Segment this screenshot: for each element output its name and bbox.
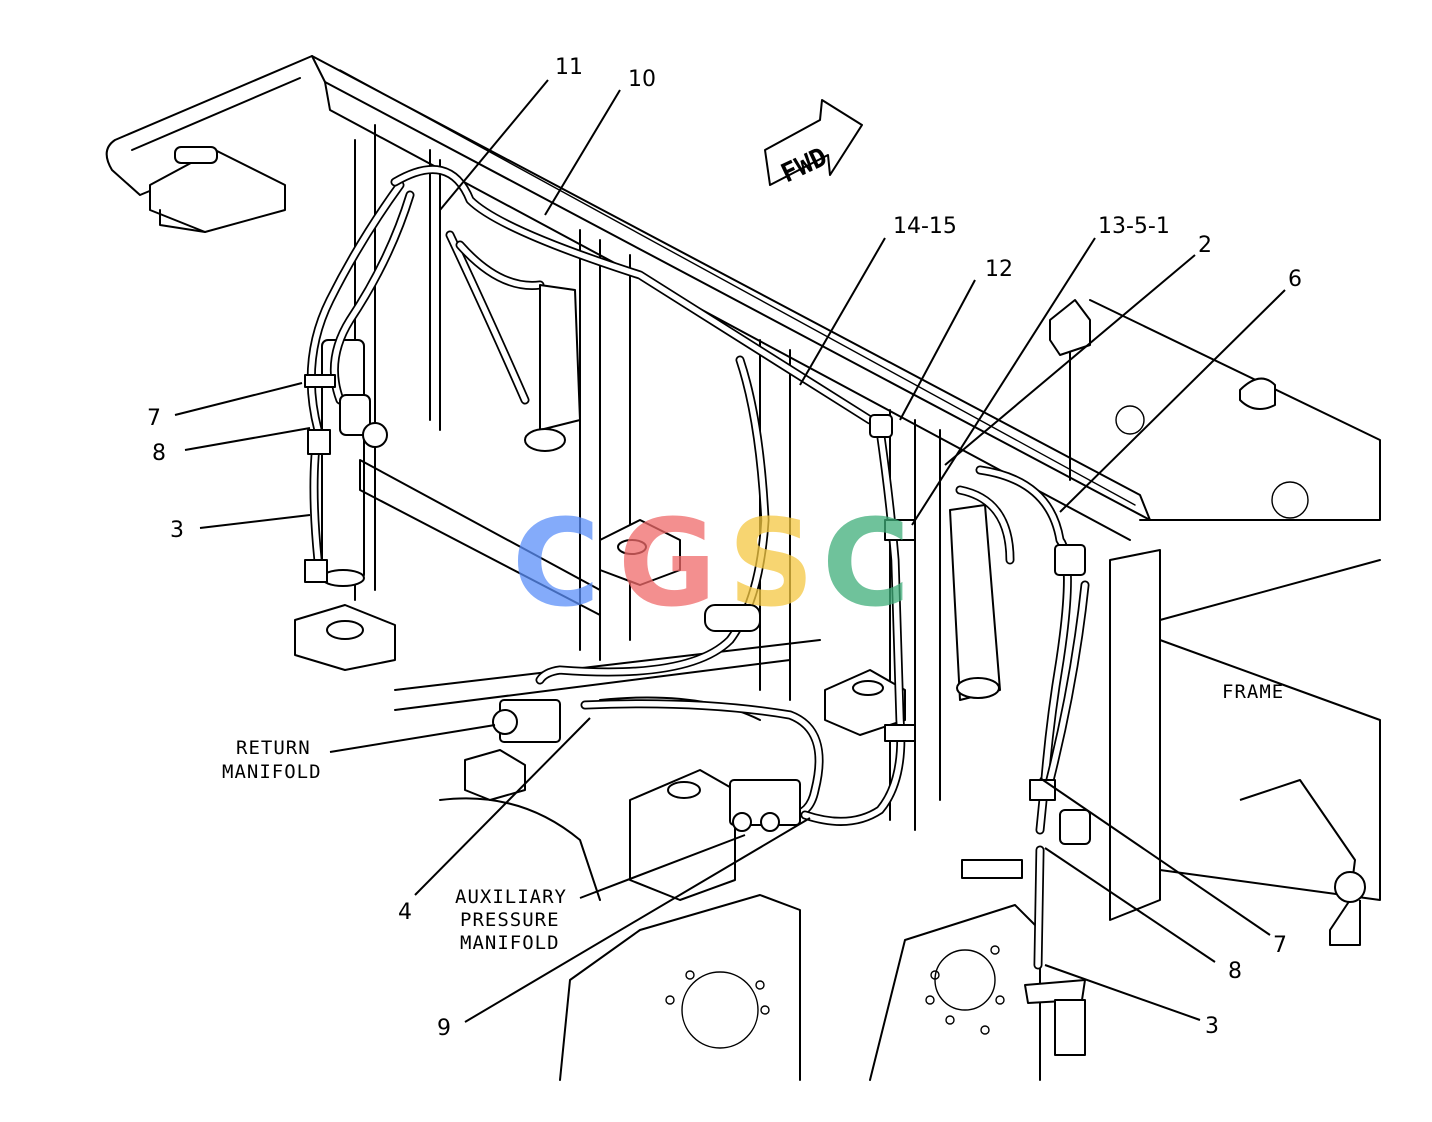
callout-numbers: 11 10 14-15 13-5-1 2 12 6 7 8 3 4 9 7 8 … <box>147 55 1302 1041</box>
aux-pressure-manifold-label-line-1: AUXILIARY <box>455 886 567 908</box>
callout-14-15: 14-15 <box>893 214 957 239</box>
aux-pressure-manifold-label-line-3: MANIFOLD <box>460 932 560 954</box>
return-manifold-label-line-2: MANIFOLD <box>222 761 322 783</box>
cylinders-and-fittings <box>304 284 1091 1056</box>
watermark-letter-4: C <box>822 495 910 634</box>
callout-8-left: 8 <box>152 441 166 466</box>
bolt-holes <box>665 945 1005 1035</box>
frame-label: FRAME <box>1222 681 1284 703</box>
callout-6: 6 <box>1288 267 1302 292</box>
watermark-letter-2: G <box>618 495 717 634</box>
callout-9: 9 <box>437 1016 451 1041</box>
callout-7-left: 7 <box>147 406 161 431</box>
callout-11: 11 <box>555 55 583 80</box>
machine-frame <box>105 55 1381 1081</box>
return-manifold-label-line-1: RETURN <box>236 737 311 759</box>
aux-pressure-manifold-label-line-2: PRESSURE <box>460 909 560 931</box>
watermark: C G S C <box>512 495 910 634</box>
watermark-letter-1: C <box>512 495 600 634</box>
hydraulic-hoses <box>306 165 1090 970</box>
callout-12: 12 <box>985 257 1013 282</box>
watermark-letter-3: S <box>728 495 814 634</box>
callout-7-right: 7 <box>1273 933 1287 958</box>
component-labels: RETURN MANIFOLD AUXILIARY PRESSURE MANIF… <box>222 681 1284 954</box>
callout-4: 4 <box>398 900 412 925</box>
callout-13-5-1: 13-5-1 <box>1098 214 1170 239</box>
callout-10: 10 <box>628 67 656 92</box>
leader-lines <box>174 79 1286 1023</box>
callout-2: 2 <box>1198 233 1212 258</box>
callout-8-right: 8 <box>1228 959 1242 984</box>
callout-3-left: 3 <box>170 518 184 543</box>
fwd-direction-arrow: FWD <box>764 99 863 189</box>
callout-3-right: 3 <box>1205 1014 1219 1039</box>
